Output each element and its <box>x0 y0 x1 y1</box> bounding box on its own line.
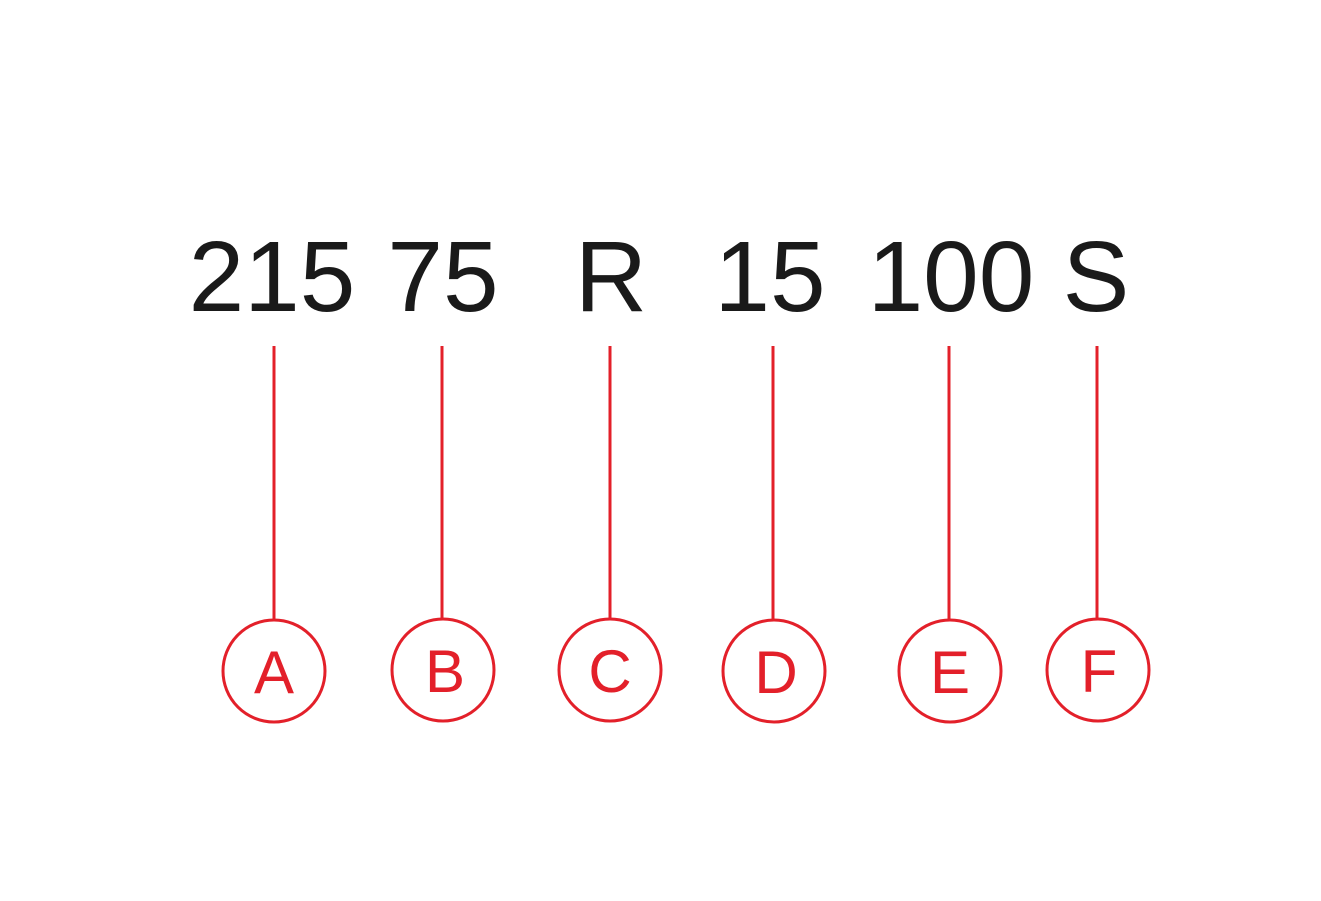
code-aspect-ratio: 75 <box>387 221 498 333</box>
code-construction: R <box>575 221 647 333</box>
badge-d-circle <box>721 618 827 724</box>
code-rim-diameter: 15 <box>714 221 825 333</box>
segment-d: 15 D <box>714 221 827 724</box>
badge-b-letter: B <box>425 638 465 705</box>
badge-a-letter: A <box>254 639 294 706</box>
segment-f: S F <box>1045 221 1151 723</box>
segment-e: 100 E <box>868 221 1035 724</box>
badge-e-circle <box>897 618 1003 724</box>
badge-f-letter: F <box>1081 638 1118 705</box>
segment-c: R C <box>557 221 663 723</box>
code-speed-rating: S <box>1063 221 1130 333</box>
badge-d-letter: D <box>754 639 797 706</box>
segment-b: 75 B <box>387 221 499 723</box>
badge-f-circle <box>1045 617 1151 723</box>
badge-a-circle <box>221 618 327 724</box>
badge-c-circle <box>557 617 663 723</box>
badge-b-circle <box>390 617 496 723</box>
code-load-index: 100 <box>868 221 1035 333</box>
segment-a: 215 A <box>189 221 356 724</box>
code-width: 215 <box>189 221 356 333</box>
badge-e-letter: E <box>930 639 970 706</box>
badge-c-letter: C <box>588 638 631 705</box>
